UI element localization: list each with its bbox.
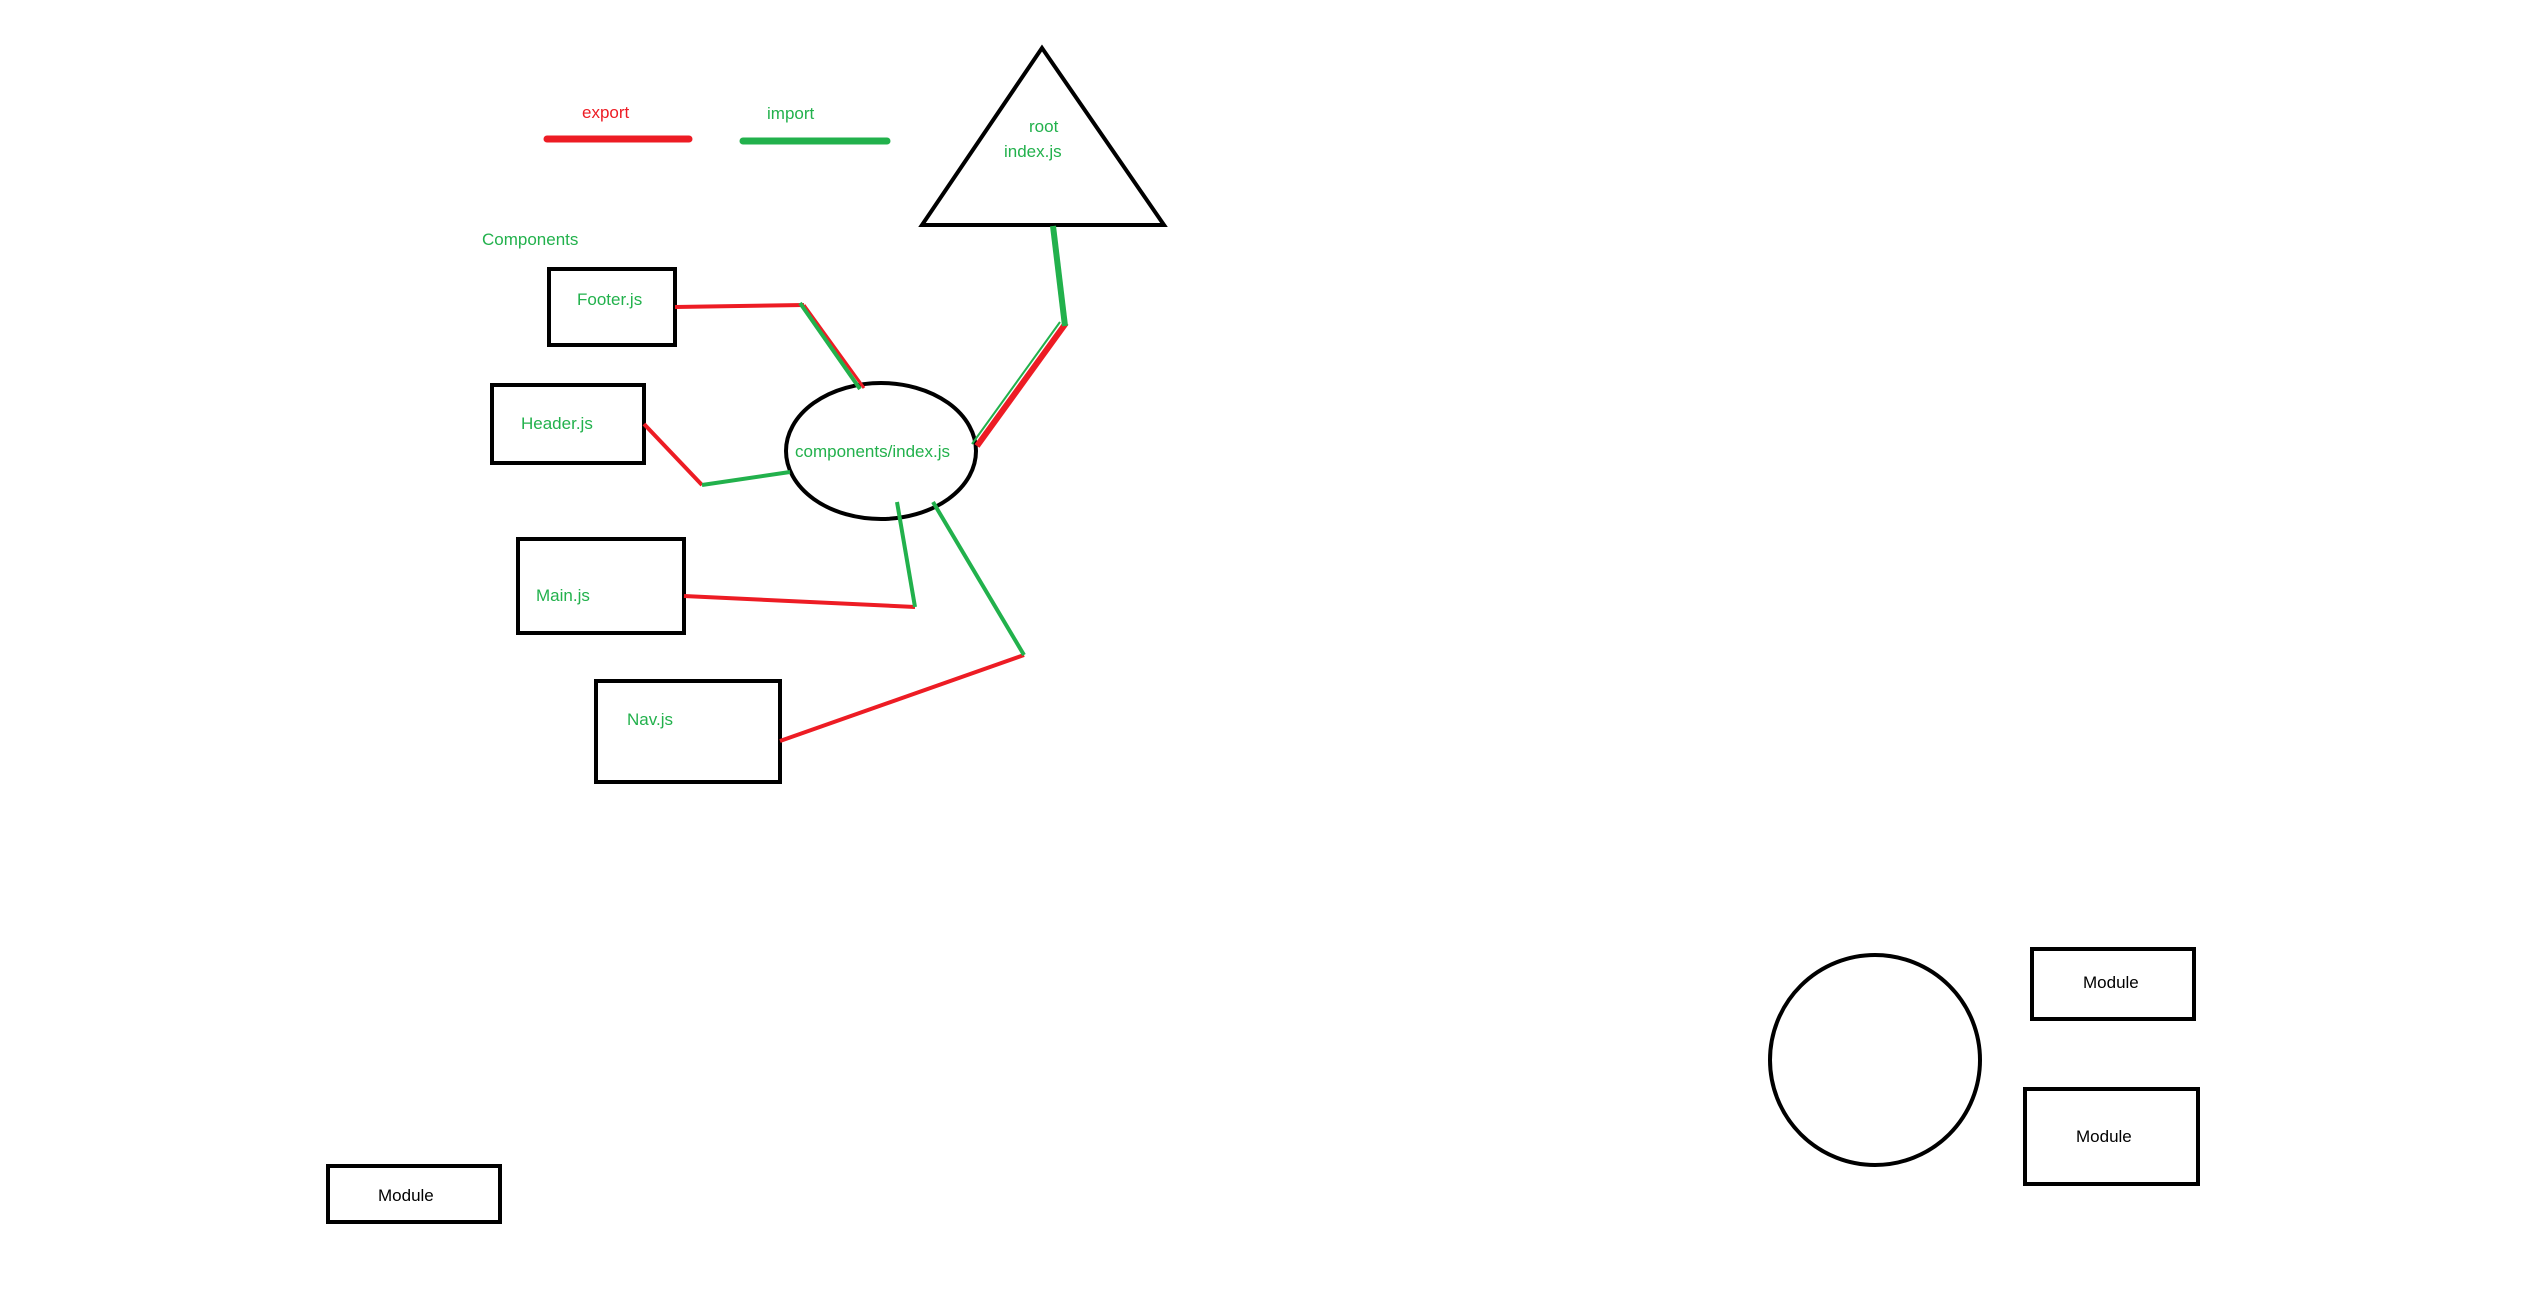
module-box-right-top <box>2030 947 2196 1021</box>
root-label-line2: index.js <box>1004 142 1062 161</box>
root-import-line <box>1050 225 1068 327</box>
footer-import-line <box>798 301 862 391</box>
nav-label: Nav.js <box>627 710 673 729</box>
module-box-right-bottom <box>2023 1087 2200 1186</box>
nav-export-line <box>779 653 1025 743</box>
module-circle <box>1768 953 1982 1167</box>
module-label-right-bottom: Module <box>2076 1127 2132 1146</box>
hub-export-line-green-edge <box>971 321 1061 445</box>
legend-import-label: import <box>767 104 815 123</box>
header-label: Header.js <box>521 414 593 433</box>
components-group-label: Components <box>482 230 578 249</box>
footer-import-line-red <box>802 304 866 389</box>
root-label-line1: root <box>1029 117 1059 136</box>
module-box-left <box>326 1164 502 1224</box>
footer-label: Footer.js <box>577 290 642 309</box>
root-triangle <box>918 44 1168 227</box>
hub-export-line <box>974 321 1069 448</box>
hub-ellipse <box>784 381 978 521</box>
main-box <box>516 537 686 635</box>
main-label: Main.js <box>536 586 590 605</box>
legend-export-label: export <box>582 103 630 122</box>
main-export-line <box>683 594 916 609</box>
nav-box <box>594 679 782 784</box>
hub-label: components/index.js <box>795 442 950 461</box>
module-label-right-top: Module <box>2083 973 2139 992</box>
footer-export-line <box>674 303 805 309</box>
main-import-line <box>895 501 917 608</box>
module-label-left: Module <box>378 1186 434 1205</box>
header-export-line <box>642 422 704 487</box>
header-import-line <box>701 470 791 487</box>
nav-import-line <box>931 500 1026 657</box>
